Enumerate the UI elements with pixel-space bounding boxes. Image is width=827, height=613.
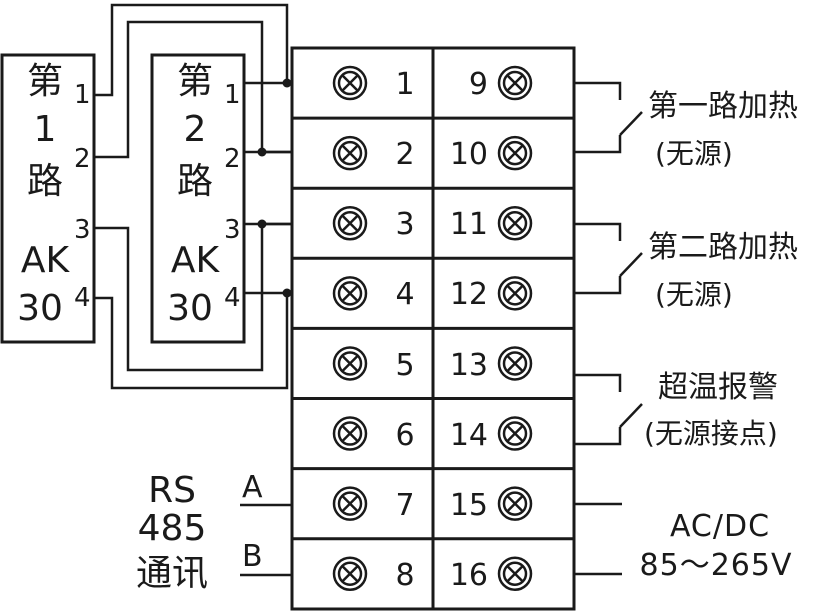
comm-b-label: B [242, 539, 263, 574]
power-leads [574, 502, 622, 576]
module1-box [0, 53, 96, 344]
terminal-screw-icon-12 [497, 276, 533, 311]
terminal-screw-icon-5 [332, 346, 368, 381]
module2-line-1: 第 [177, 61, 213, 102]
module1-line-1: 第 [27, 61, 63, 102]
terminal-label-7: 7 [395, 488, 414, 523]
terminal-label-4: 4 [395, 277, 414, 312]
heat2-title: 第二路加热 [648, 230, 798, 265]
junction-dots [257, 78, 292, 298]
heat2-note: (无源) [655, 278, 733, 311]
alarm-title: 超温报警 [658, 370, 778, 405]
module2-pin-1: 1 [224, 80, 241, 110]
module2-line-4: AK [171, 240, 221, 281]
terminal-screw-icon-10 [497, 135, 533, 171]
terminal-label-8: 8 [395, 558, 414, 593]
heat1-contact [574, 81, 643, 154]
terminal-label-3: 3 [395, 207, 414, 242]
comm-line-1: RS [148, 470, 196, 511]
module1-pin-4: 4 [74, 283, 91, 313]
left-terminal-screws [332, 65, 368, 591]
module2-line-3: 路 [177, 161, 213, 202]
right-terminal-labels: 9 10 11 12 13 14 15 16 [450, 67, 488, 593]
terminal-screw-icon-7 [332, 486, 368, 521]
power-line-2: 85～265V [640, 548, 793, 583]
heat2-contact [574, 222, 643, 295]
terminal-row-dividers [292, 116, 574, 541]
module2-line-2: 2 [184, 109, 207, 150]
module2-pin-2: 2 [224, 144, 241, 174]
module2-pin-4: 4 [224, 283, 241, 313]
heat1-note: (无源) [655, 137, 733, 170]
terminal-screw-icon-16 [497, 556, 533, 591]
module1-pin-1: 1 [74, 80, 91, 110]
terminal-screw-icon-15 [497, 486, 533, 521]
terminal-screw-icon-14 [497, 416, 533, 451]
module1-pin-3: 3 [74, 215, 91, 245]
terminal-label-2: 2 [395, 137, 414, 172]
comm-line-3: 通讯 [136, 553, 208, 594]
right-terminal-screws [497, 65, 533, 591]
module2-line-5: 30 [167, 288, 213, 329]
terminal-screw-icon-8 [332, 556, 368, 591]
terminal-screw-icon-11 [497, 206, 533, 241]
terminal-screw-icon-13 [497, 346, 533, 381]
module1-line-5: 30 [17, 288, 63, 329]
terminal-label-11: 11 [450, 207, 488, 242]
terminal-screw-icon-6 [332, 416, 368, 451]
terminal-label-5: 5 [395, 348, 414, 383]
module2-pin-3: 3 [224, 215, 241, 245]
terminal-label-14: 14 [450, 418, 488, 453]
comm-line-2: 485 [138, 508, 207, 549]
terminal-screw-icon-3 [332, 206, 368, 241]
module1-pin-2: 2 [74, 144, 91, 174]
terminal-label-12: 12 [450, 277, 488, 312]
terminal-screw-icon-1 [332, 65, 368, 101]
terminal-label-6: 6 [395, 418, 414, 453]
left-terminal-labels: 1 2 3 4 5 6 7 8 [395, 67, 414, 593]
terminal-label-13: 13 [450, 348, 488, 383]
terminal-screw-icon-2 [332, 135, 368, 171]
comm-leads [240, 503, 292, 577]
terminal-label-1: 1 [395, 67, 414, 102]
terminal-label-15: 15 [450, 488, 488, 523]
terminal-screw-icon-9 [497, 65, 533, 101]
module1-line-3: 路 [27, 161, 63, 202]
terminal-label-10: 10 [450, 137, 488, 172]
terminal-screw-icon-4 [332, 276, 368, 311]
module2-wires [244, 81, 292, 295]
module2-box [150, 53, 246, 344]
alarm-contact [574, 373, 643, 446]
heat1-title: 第一路加热 [648, 89, 798, 124]
module1-line-4: AK [21, 240, 71, 281]
terminal-label-9: 9 [469, 67, 488, 102]
module1-line-2: 1 [34, 109, 57, 150]
terminal-label-16: 16 [450, 558, 488, 593]
alarm-note: (无源接点) [644, 417, 778, 450]
comm-a-label: A [242, 470, 263, 505]
power-line-1: AC/DC [670, 509, 770, 544]
